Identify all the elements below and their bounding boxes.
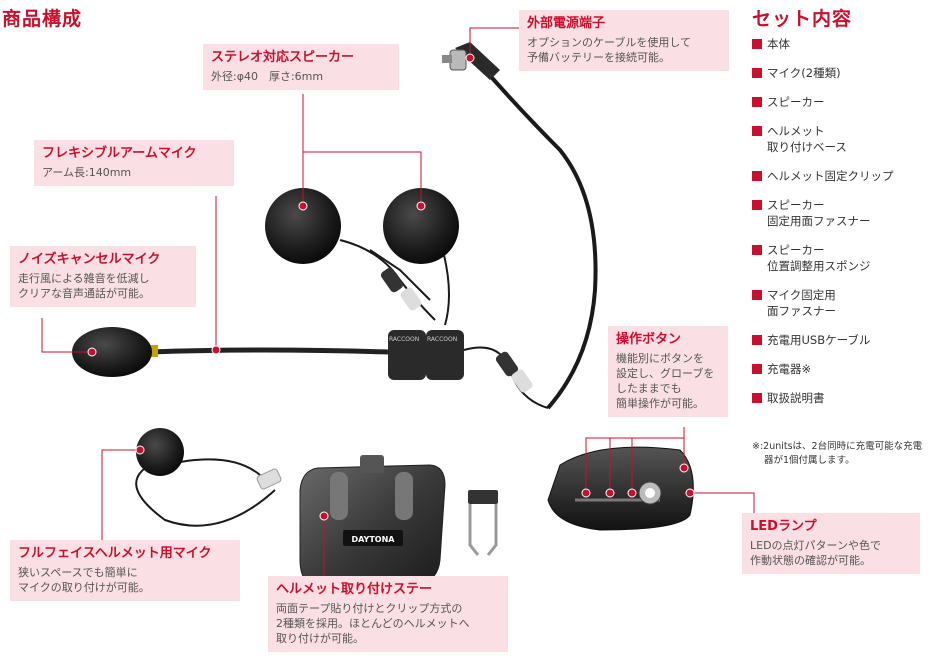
- page-title: 商品構成: [2, 8, 83, 30]
- set-item: スピーカー: [752, 94, 930, 110]
- set-item: マイク固定用 面ファスナー: [752, 287, 930, 319]
- callout-description: 外径:φ40 厚さ:6mm: [211, 70, 324, 83]
- indicator-dots: [87, 53, 695, 521]
- external-power-cable: [442, 42, 598, 410]
- callout-description: 機能別にボタンを 設定し、グローブを したままでも 簡単操作が可能。: [616, 352, 715, 410]
- left-speaker: [265, 188, 341, 264]
- set-item: 充電用USBケーブル: [752, 332, 930, 348]
- callout-title: ヘルメット取り付けステー: [276, 582, 433, 597]
- set-item: マイク(2種類): [752, 65, 930, 81]
- helmet-mount-plate: DAYTONA: [299, 455, 446, 591]
- callout-helmet-mount: ヘルメット取り付けステー 両面テープ貼り付けとクリップ方式の 2種類を採用。ほと…: [268, 576, 508, 652]
- arm-microphone: [72, 327, 389, 377]
- callout-noise-cancel-mic: ノイズキャンセルマイク 走行風による雑音を低減し クリアな音声通話が可能。: [10, 246, 196, 307]
- clip-tab-label-right: RACCOON: [427, 336, 458, 343]
- callout-control-buttons: 操作ボタン 機能別にボタンを 設定し、グローブを したままでも 簡単操作が可能。: [608, 326, 728, 417]
- set-item: ヘルメット固定クリップ: [752, 168, 930, 184]
- right-speaker: [383, 188, 459, 264]
- set-note: ※:2unitsは、2台同時に充電可能な充電器が1個付属します。: [752, 441, 923, 466]
- callout-description: オプションのケーブルを使用して 予備バッテリーを接続可能。: [527, 36, 692, 64]
- callout-flexible-arm-mic: フレキシブルアームマイク アーム長:140mm: [34, 140, 234, 186]
- callout-title: フレキシブルアームマイク: [42, 146, 197, 161]
- callout-description: 両面テープ貼り付けとクリップ方式の 2種類を採用。ほとんどのヘルメットへ 取り付…: [276, 602, 470, 645]
- callout-description: LEDの点灯パターンや色で 作動状態の確認が可能。: [750, 539, 881, 567]
- stereo-speakers: [265, 188, 459, 326]
- callout-title: 外部電源端子: [527, 16, 606, 31]
- set-item: スピーカー 位置調整用スポンジ: [752, 242, 930, 274]
- callout-title: LEDランプ: [750, 519, 817, 534]
- wire-clip-module: [388, 330, 549, 409]
- callout-title: 操作ボタン: [616, 332, 682, 347]
- helmet-fixing-clip: [468, 490, 498, 556]
- set-item: 充電器※: [752, 361, 930, 377]
- set-item: 取扱説明書: [752, 390, 930, 406]
- callout-external-power: 外部電源端子 オプションのケーブルを使用して 予備バッテリーを接続可能。: [519, 10, 729, 71]
- set-contents-title: セット内容: [752, 8, 853, 30]
- set-contents-list: 本体 マイク(2種類) スピーカー ヘルメット 取り付けベース ヘルメット固定ク…: [752, 36, 930, 419]
- callout-led-lamp: LEDランプ LEDの点灯パターンや色で 作動状態の確認が可能。: [742, 513, 920, 574]
- set-item: 本体: [752, 36, 930, 52]
- mount-logo: DAYTONA: [351, 535, 395, 544]
- clip-tab-label-left: RACCOON: [389, 336, 420, 343]
- main-unit: [547, 446, 694, 531]
- callout-description: 走行風による雑音を低減し クリアな音声通話が可能。: [18, 272, 150, 300]
- callout-title: ノイズキャンセルマイク: [18, 252, 161, 267]
- set-item: ヘルメット 取り付けベース: [752, 123, 930, 155]
- callout-title: ステレオ対応スピーカー: [211, 50, 355, 65]
- callout-description: 狭いスペースでも簡単に マイクの取り付けが可能。: [18, 566, 150, 594]
- full-face-microphone: [135, 428, 282, 527]
- callout-description: アーム長:140mm: [42, 166, 132, 179]
- callout-title: フルフェイスヘルメット用マイク: [18, 546, 212, 561]
- callout-stereo-speaker: ステレオ対応スピーカー 外径:φ40 厚さ:6mm: [203, 44, 399, 90]
- leader-lines: [41, 27, 755, 576]
- set-item: スピーカー 固定用面ファスナー: [752, 197, 930, 229]
- callout-full-face-mic: フルフェイスヘルメット用マイク 狭いスペースでも簡単に マイクの取り付けが可能。: [10, 540, 240, 601]
